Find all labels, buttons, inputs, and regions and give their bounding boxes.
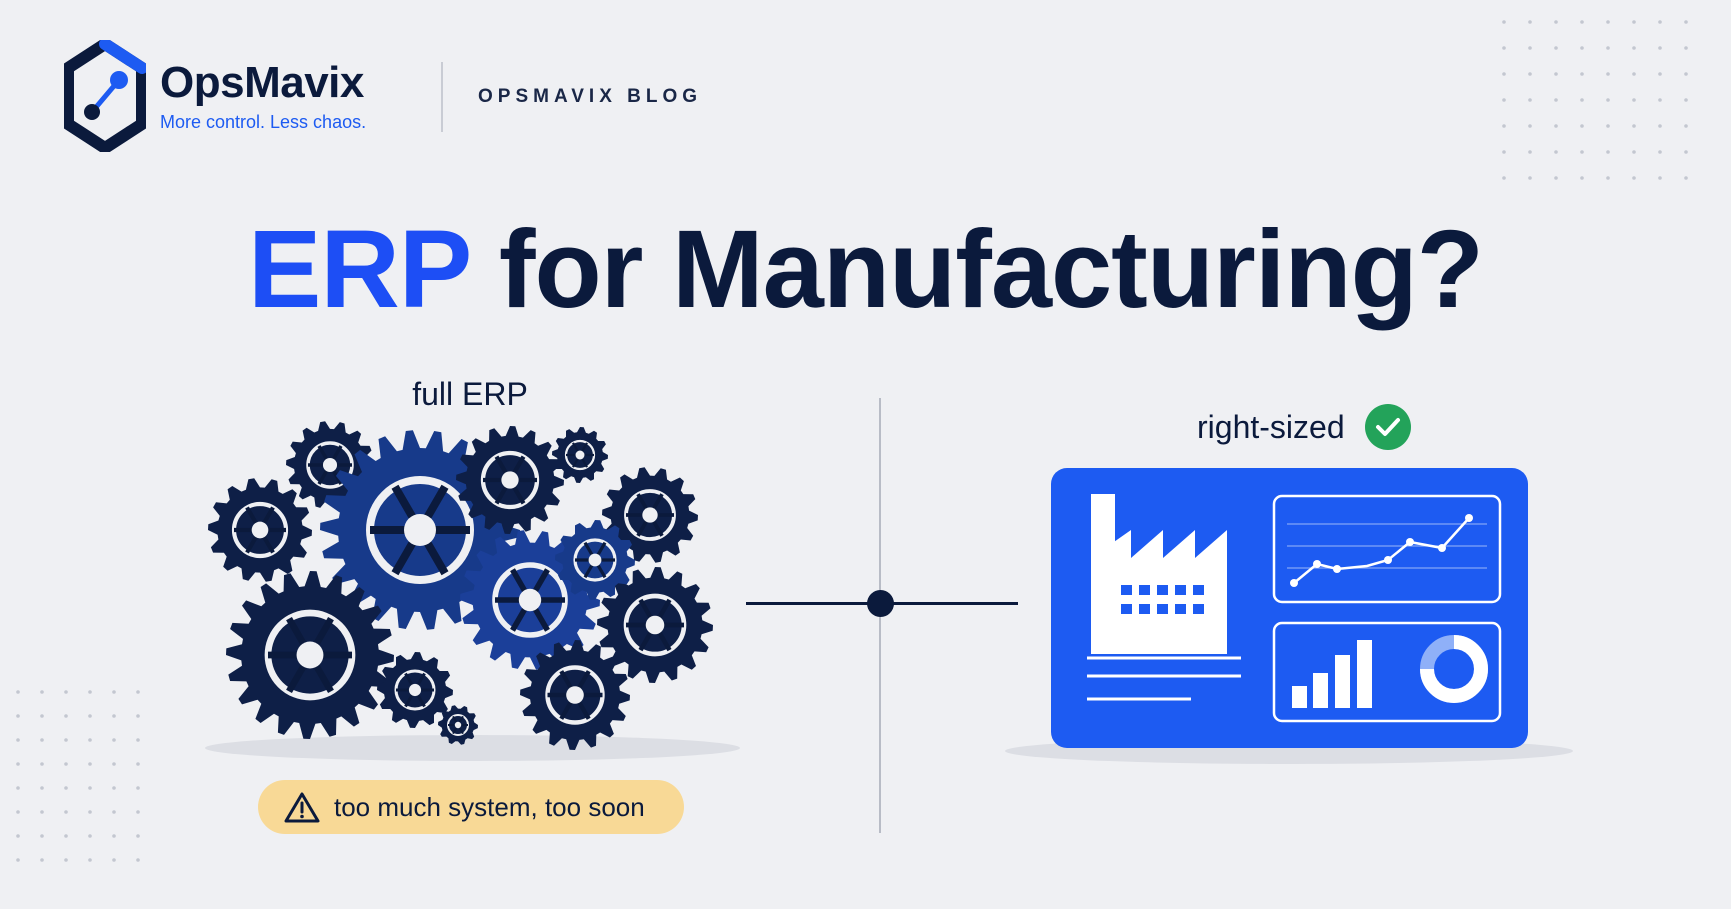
gears-cluster-icon (208, 421, 713, 750)
brand-tagline: More control. Less chaos. (160, 111, 367, 132)
title-accent: ERP (248, 208, 470, 331)
right-sized-label: right-sized (1197, 404, 1411, 450)
bar-chart-icon (1292, 640, 1372, 708)
connector-dot (867, 590, 894, 617)
text-lines-icon (1087, 656, 1241, 701)
page-title: ERP for Manufacturing? (0, 210, 1731, 330)
brand-text: OpsMavix More control. Less chaos. (160, 57, 367, 133)
warning-triangle-icon (284, 792, 320, 823)
full-erp-label: full ERP (412, 376, 528, 412)
brand-name: OpsMavix (160, 57, 364, 107)
warning-badge: too much system, too soon (258, 780, 684, 834)
brand-header[interactable]: OpsMavix More control. Less chaos. (64, 40, 366, 152)
line-chart-card (1272, 494, 1502, 604)
title-rest: for Manufacturing? (498, 208, 1484, 331)
factory-dashboard-icon (1051, 468, 1528, 748)
factory-icon (1091, 494, 1227, 654)
dot-grid-bottom-left (14, 688, 164, 888)
hexagon-network-icon (64, 40, 146, 152)
header-divider (441, 62, 443, 132)
dot-grid-top-right (1500, 18, 1710, 208)
check-circle-icon (1364, 404, 1411, 450)
ground-shadow-left (205, 735, 740, 761)
donut-chart-icon (1420, 635, 1488, 703)
right-sized-text: right-sized (1197, 408, 1345, 445)
blog-section-label[interactable]: OPSMAVIX BLOG (478, 86, 703, 107)
warning-text: too much system, too soon (334, 791, 645, 822)
bar-donut-card (1272, 621, 1502, 723)
